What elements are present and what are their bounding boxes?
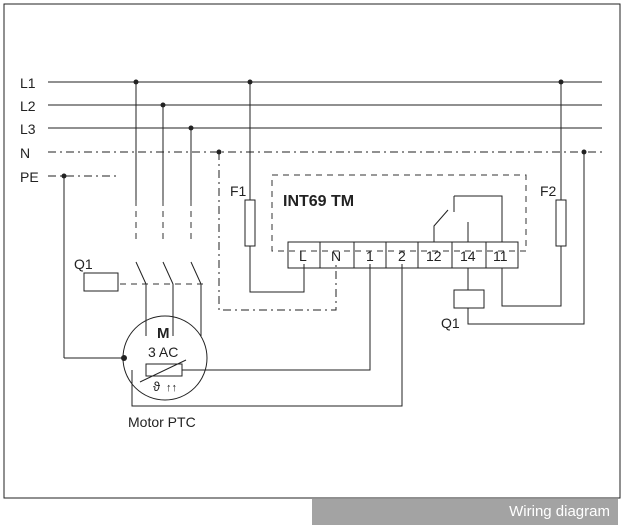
coil-to-n [467,152,585,325]
ptc-sensor-slash [139,359,187,383]
f1-to-terminal-l [249,246,305,293]
motor-feeds [135,82,192,240]
label-l2: L2 [20,98,36,114]
motor-symbol [122,315,208,401]
q1-label-right: Q1 [441,315,460,331]
supply-lines [48,81,602,177]
fuse-f1 [244,199,256,247]
device-box [271,174,527,252]
motor-ptc-label: Motor PTC [128,414,196,430]
terminal-11: 11 [493,248,508,264]
ptc-wire-2 [131,264,403,407]
contactor-coil-left [83,272,119,292]
relay-contact [433,195,503,242]
q1-label-left: Q1 [74,256,93,272]
terminal-n: N [331,248,341,264]
ptc-theta: ϑ [153,379,161,394]
contactor-contacts [120,261,206,336]
label-l3: L3 [20,121,36,137]
label-n: N [20,145,30,161]
terminal-strip [287,241,519,269]
ptc-arrows: ↑↑ [166,382,177,394]
terminal-12: 12 [426,248,442,264]
contactor-coil-right [453,289,485,309]
n-to-terminal-n [218,152,337,311]
caption-bar: Wiring diagram [312,499,618,525]
ptc-wire-1 [182,264,371,371]
diagram-border [3,3,621,499]
fuse-f1-label: F1 [230,183,247,199]
fuse-f2-label: F2 [540,183,557,199]
pe-motor-junction [121,355,127,361]
motor-rating: 3 AC [148,344,178,360]
fuse-f2 [555,199,567,247]
caption-text: Wiring diagram [509,503,610,520]
terminal-14: 14 [460,248,476,264]
label-l1: L1 [20,75,36,91]
terminal-1: 1 [366,248,374,264]
device-name: INT69 TM [283,193,354,210]
terminal-2: 2 [398,248,406,264]
terminal-l: L [299,248,307,264]
motor-label: M [157,325,170,342]
label-pe: PE [20,169,39,185]
f2-to-terminal-11 [501,246,562,307]
